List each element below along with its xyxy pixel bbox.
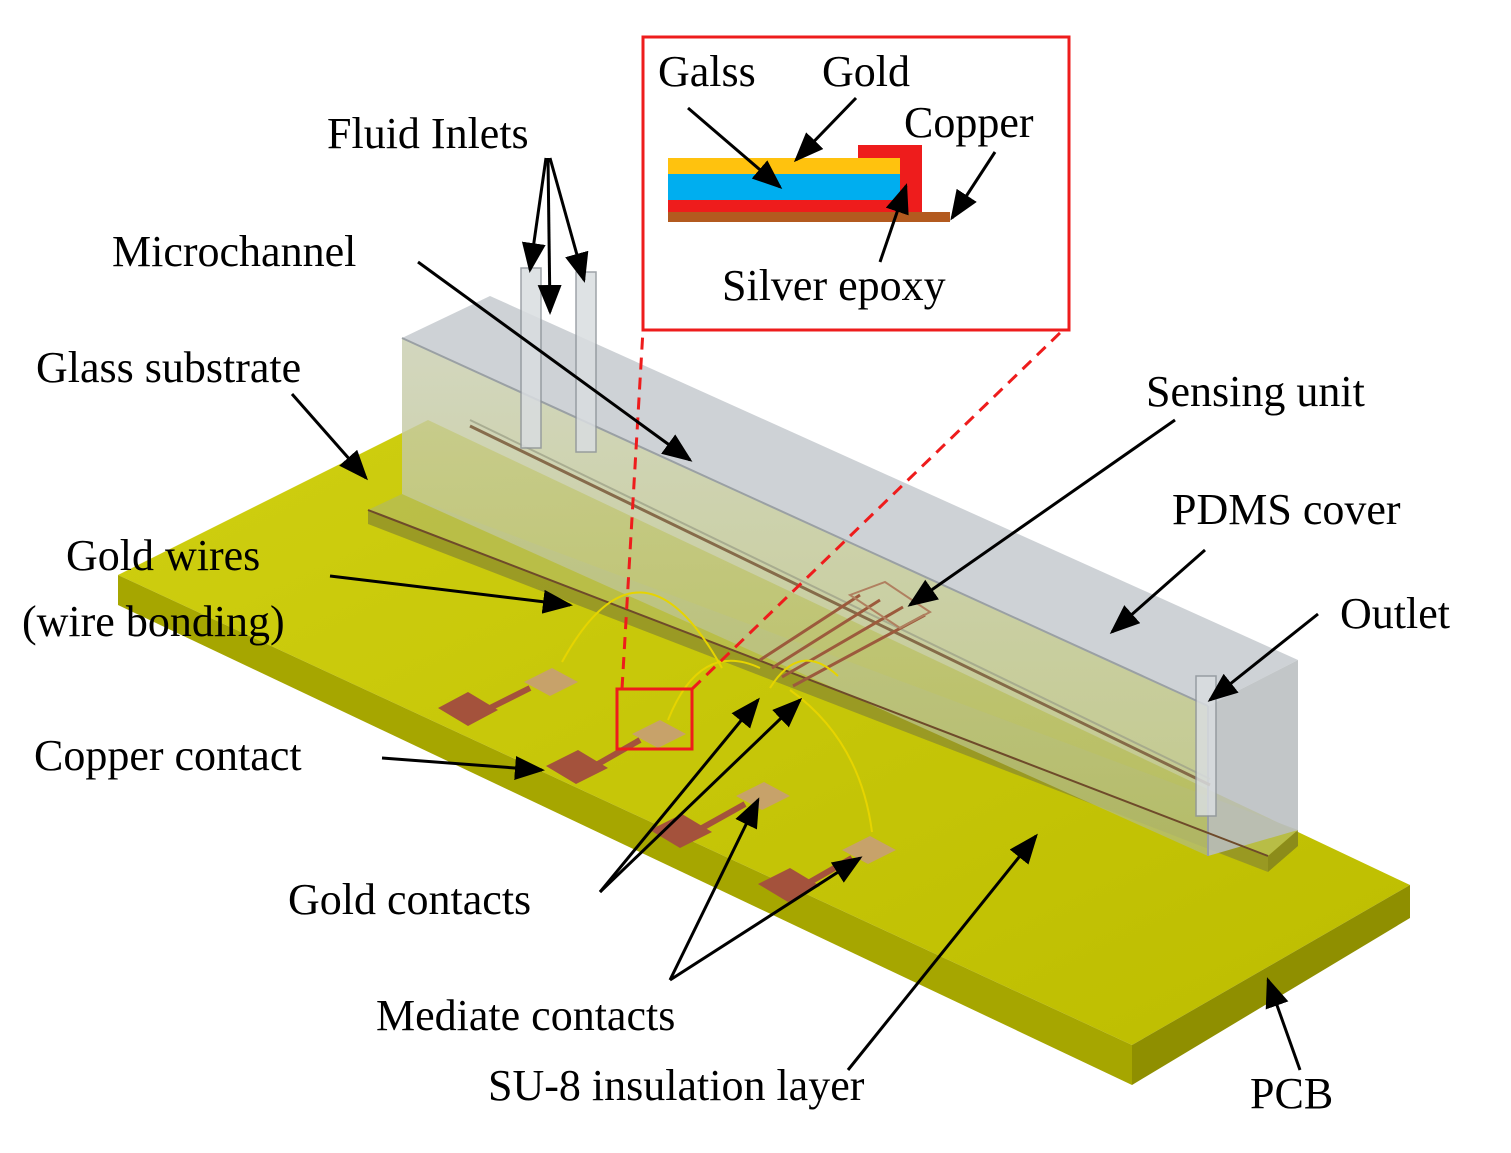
arrow-fluid-inlet-2: [537, 157, 562, 315]
arrow-pdms-cover: [1109, 548, 1206, 634]
arrow-gold-wires: [329, 574, 573, 614]
pcb-front-edge: [118, 575, 1132, 1085]
label-sensing-unit: Sensing unit: [1146, 367, 1365, 416]
outlet-tube: [1195, 675, 1217, 817]
arrow-mediate-1: [668, 797, 760, 981]
label-fluid-inlets: Fluid Inlets: [327, 109, 529, 158]
inset-glass-layer: [668, 174, 900, 200]
cross-section-inset: Galss Gold Copper Silver epoxy: [641, 35, 1071, 332]
detail-highlight-box: [615, 687, 694, 751]
inset-label-copper: Copper: [904, 98, 1034, 147]
pdms-side-face: [1208, 660, 1298, 856]
label-gold-wires-2: (wire bonding): [22, 597, 285, 646]
arrow-sensing-unit: [907, 418, 1176, 607]
arrow-gold-contacts-2: [598, 697, 803, 894]
label-pdms-cover: PDMS cover: [1172, 485, 1401, 534]
label-mediate-contacts: Mediate contacts: [376, 991, 675, 1040]
arrow-gold-contacts-1: [598, 697, 760, 893]
label-pcb: PCB: [1250, 1069, 1333, 1118]
arrow-mediate-2: [669, 856, 863, 982]
inset-copper-layer: [668, 212, 950, 222]
arrow-outlet: [1207, 612, 1319, 702]
label-gold-wires-1: Gold wires: [66, 531, 260, 580]
label-gold-contacts: Gold contacts: [288, 875, 531, 924]
arrow-fluid-inlet-3: [548, 157, 589, 283]
sensing-unit: [759, 580, 932, 688]
fluid-inlet-tubes: [520, 267, 597, 453]
arrow-microchannel: [417, 260, 693, 462]
inset-gold-layer: [668, 158, 908, 174]
inset-label-gold: Gold: [822, 47, 910, 96]
label-glass-substrate: Glass substrate: [36, 343, 301, 392]
arrow-glass-substrate: [290, 393, 368, 481]
pointer-arrows: [290, 157, 1319, 1071]
labels: Fluid Inlets Microchannel Glass substrat…: [22, 109, 1450, 1118]
inset-label-glass: Galss: [658, 47, 756, 96]
gold-wires: [561, 591, 873, 833]
pdms-top-face: [402, 296, 1298, 706]
label-microchannel: Microchannel: [112, 227, 356, 276]
arrow-fluid-inlet-1: [521, 157, 548, 273]
label-outlet: Outlet: [1340, 589, 1450, 638]
label-su8-layer: SU-8 insulation layer: [488, 1061, 865, 1110]
arrow-su8: [846, 833, 1038, 1071]
pdms-cover: [367, 296, 1298, 857]
label-copper-contact: Copper contact: [34, 731, 302, 780]
zoom-guides: [620, 328, 1065, 691]
arrow-copper-contact: [381, 756, 545, 780]
microchannel: [469, 419, 1211, 787]
pdms-front-face: [402, 338, 1208, 856]
arrow-pcb: [1265, 977, 1302, 1071]
inset-label-silver-epoxy: Silver epoxy: [722, 261, 946, 310]
